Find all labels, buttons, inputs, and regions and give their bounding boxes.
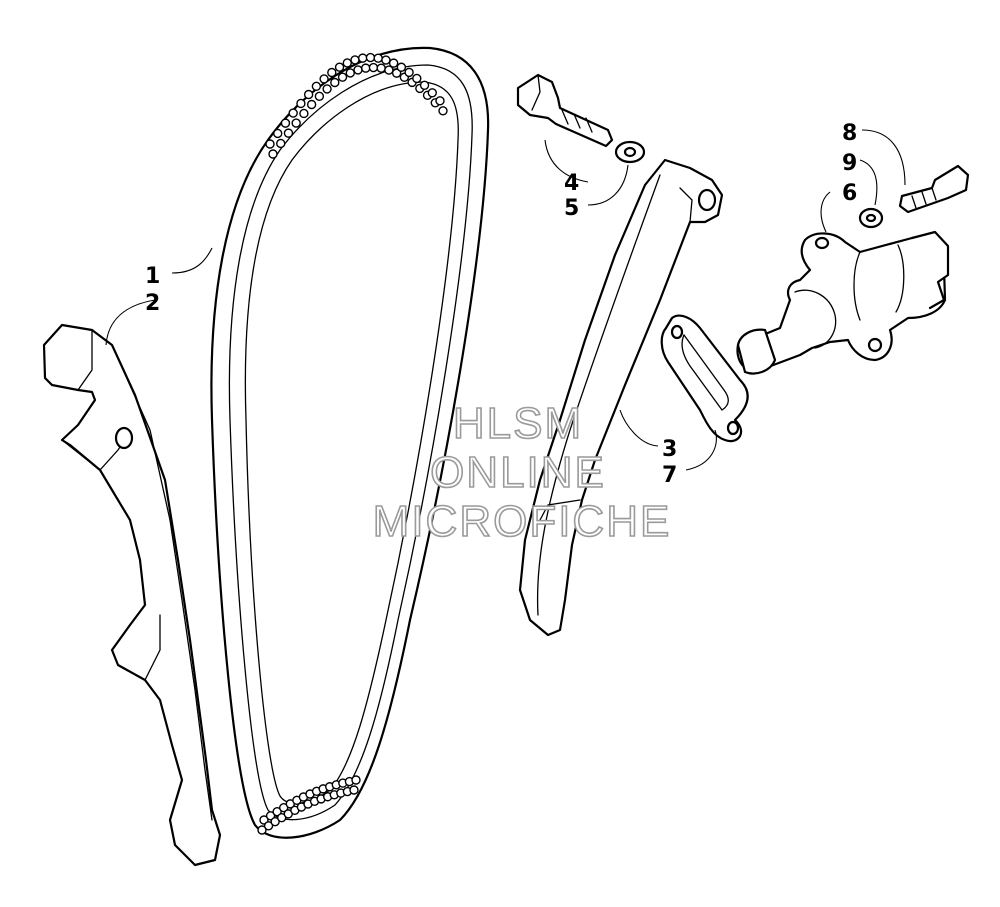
guide-washer	[614, 140, 646, 164]
chain-link	[376, 63, 386, 73]
chain-link	[388, 58, 399, 68]
callout-6: 6	[842, 181, 857, 206]
chain-link	[330, 77, 340, 88]
chain-link	[265, 139, 275, 149]
chain-link	[342, 58, 352, 68]
callout-5: 5	[564, 196, 579, 221]
chain-link	[306, 99, 317, 110]
chain-link	[334, 62, 345, 72]
cam-chain-tensioner	[736, 230, 950, 375]
chain-link	[270, 816, 280, 827]
tensioner-bolt	[898, 164, 970, 214]
chain-link	[299, 108, 309, 119]
chain-link	[396, 62, 407, 72]
watermark-line-2: ONLINE	[430, 448, 606, 497]
chain-link	[257, 825, 267, 835]
chain-link	[288, 108, 298, 118]
chain-link	[373, 53, 383, 63]
callout-7: 7	[662, 463, 677, 488]
rear-chain-guide	[518, 158, 724, 637]
callout-8: 8	[842, 121, 857, 146]
chain-link	[263, 821, 274, 831]
tensioner-washer	[858, 207, 884, 229]
callout-numbers: 1 2 3 4 5 6 7 8 9	[145, 121, 857, 488]
chain-link	[283, 128, 294, 138]
chain-link	[384, 65, 394, 75]
callout-4: 4	[564, 171, 579, 196]
front-chain-guide	[42, 323, 222, 867]
chain-links-top	[265, 52, 448, 159]
chain-link	[353, 65, 363, 75]
watermark-line-1: HLSM	[453, 399, 583, 448]
callout-3: 3	[662, 437, 677, 462]
callout-1: 1	[145, 264, 160, 289]
chain-link	[350, 55, 360, 65]
chain-link	[391, 68, 402, 78]
chain-link	[296, 98, 306, 109]
leader-lines	[105, 129, 906, 471]
chain-link	[351, 775, 361, 785]
tensioner-gasket	[660, 314, 749, 443]
chain-link	[438, 106, 448, 116]
watermark-line-3: MICROFICHE	[373, 497, 672, 546]
chain-link	[419, 80, 430, 90]
chain-link	[280, 118, 291, 128]
chain-link	[272, 806, 282, 817]
chain-links-bottom	[257, 775, 361, 835]
cam-chain	[210, 46, 490, 839]
chain-link	[311, 81, 322, 91]
chain-link	[427, 88, 437, 98]
chain-link	[381, 55, 391, 65]
guide-bolt	[516, 73, 614, 148]
callout-2: 2	[145, 291, 160, 316]
chain-link	[314, 91, 325, 101]
chain-link	[276, 138, 286, 149]
callout-9: 9	[842, 151, 857, 176]
chain-link	[291, 118, 301, 128]
chain-link	[349, 785, 359, 795]
chain-link	[319, 74, 329, 84]
chain-link	[327, 67, 337, 78]
chain-link	[345, 68, 355, 78]
chain-link	[368, 62, 379, 73]
chain-link	[435, 96, 445, 106]
chain-link	[303, 89, 314, 100]
chain-link	[404, 67, 414, 78]
chain-link	[273, 128, 283, 139]
watermark: HLSM ONLINE MICROFICHE	[372, 398, 672, 547]
chain-link	[365, 52, 376, 63]
chain-link	[361, 63, 371, 73]
chain-link	[337, 72, 348, 82]
chain-link	[322, 84, 332, 94]
chain-link	[268, 149, 278, 159]
chain-link	[358, 53, 368, 63]
chain-link	[412, 73, 422, 84]
